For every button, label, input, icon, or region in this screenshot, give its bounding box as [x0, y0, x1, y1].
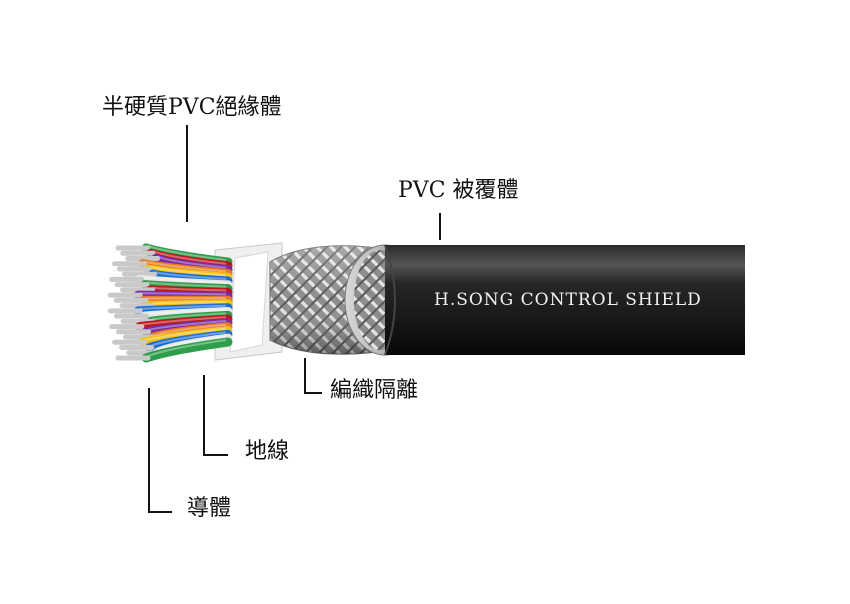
- label-braid: 編織隔離: [330, 380, 418, 402]
- foil-wrap-fold: [230, 252, 268, 352]
- jacket-print: H.SONG CONTROL SHIELD: [434, 290, 702, 310]
- label-jacket: PVC 被覆體: [398, 180, 519, 202]
- label-conductor: 導體: [187, 498, 231, 520]
- leader-conductor: [149, 388, 172, 512]
- label-ground: 地線: [245, 441, 289, 463]
- wire-highlight: [140, 293, 226, 294]
- leader-ground: [204, 375, 228, 455]
- leader-braid: [305, 358, 322, 393]
- label-insulation: 半硬質PVC絕緣體: [102, 97, 282, 119]
- conductor-bundle: [110, 246, 228, 358]
